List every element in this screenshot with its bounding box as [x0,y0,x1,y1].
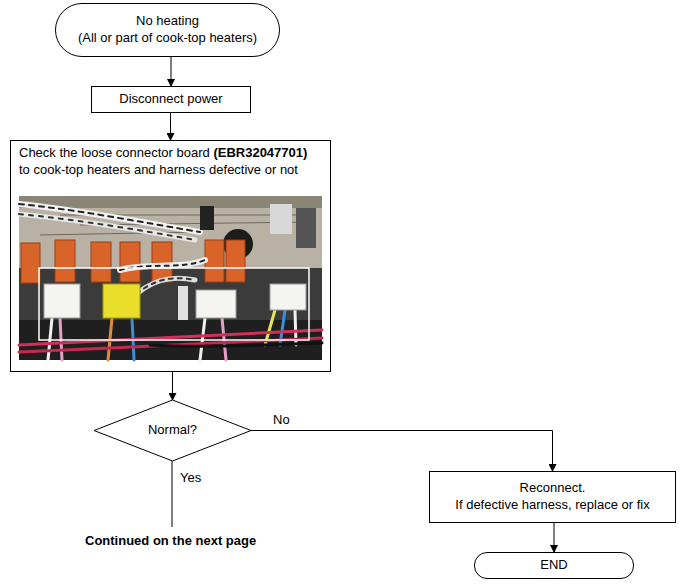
continuation-note: Continued on the next page [83,533,258,549]
node-text: END [540,557,567,574]
branch-label: No [271,412,292,428]
flow-arrow [251,431,553,472]
node-text: Check the loose connector board (EBR3204… [19,145,319,179]
process-box: Disconnect power [91,86,251,113]
flow-arrow [170,113,171,140]
flow-arrow [172,372,173,400]
process-box: Reconnect. If defective harness, replace… [429,471,676,523]
node-text: Disconnect power [119,91,222,108]
node-text: No heating (All or part of cook-top heat… [78,13,257,47]
flow-arrow [171,57,172,86]
decision-diamond: Normal? [94,400,251,461]
check-box: Check the loose connector board (EBR3204… [10,140,331,372]
start-terminal: No heating (All or part of cook-top heat… [55,3,280,57]
end-terminal: END [474,552,634,579]
node-text: Reconnect. If defective harness, replace… [455,480,649,514]
node-text: Normal? [148,422,197,439]
flow-arrow [554,523,555,552]
branch-label: Yes [178,470,203,486]
